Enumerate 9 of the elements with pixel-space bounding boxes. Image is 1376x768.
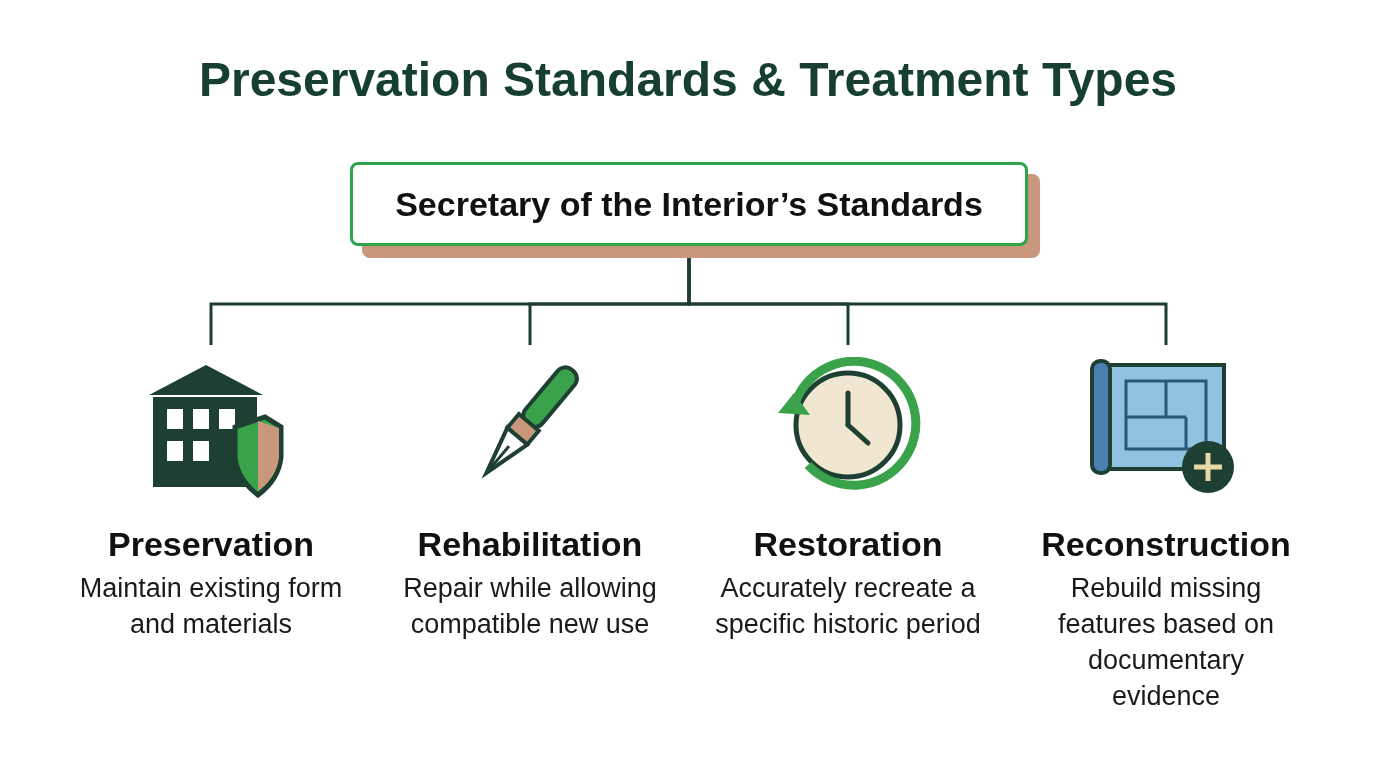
treatment-description: Accurately recreate a specific historic period — [714, 572, 982, 641]
treatment-description: Repair while allowing compatible new use — [402, 572, 658, 641]
treatment-heading: Rehabilitation — [417, 525, 643, 564]
diagram-title: Preservation Standards & Treatment Types — [197, 52, 1179, 107]
treatment-heading: Reconstruction — [1041, 525, 1291, 564]
treatment-heading: Preservation — [108, 525, 314, 564]
treatment-description: Maintain existing form and materials — [78, 572, 344, 641]
treatment-description: Rebuild missing features based on documentary evidence — [1056, 572, 1276, 713]
treatment-heading: Restoration — [753, 525, 943, 564]
